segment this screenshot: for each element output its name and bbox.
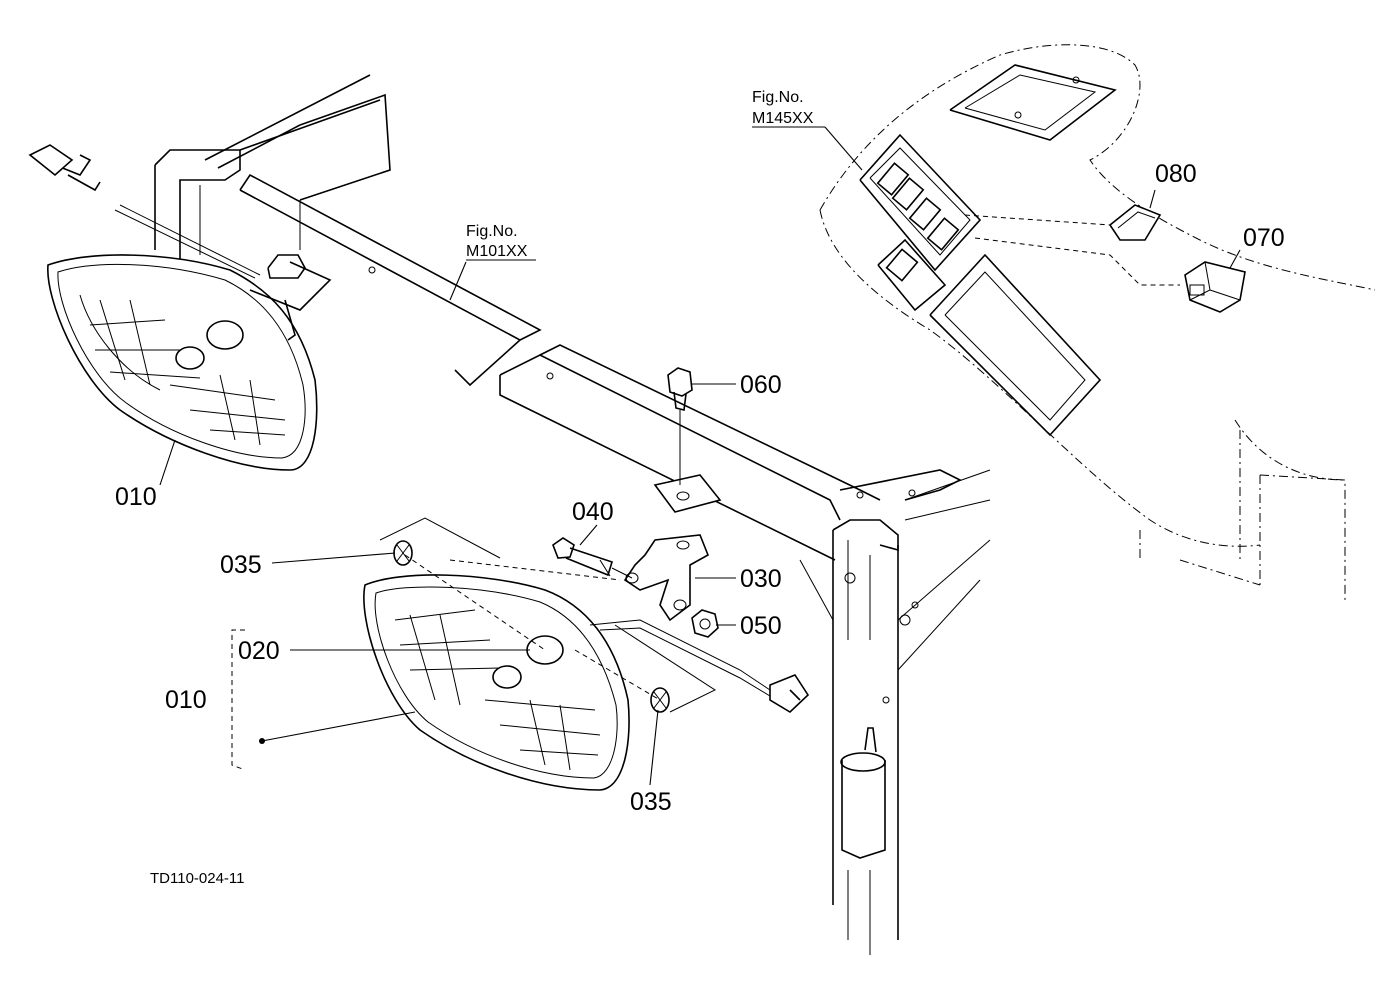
dash-panel	[819, 44, 1376, 600]
bolt-part-060	[667, 367, 693, 485]
part-labels: 010 010 020 030 035 035 040 050 060 070 …	[115, 160, 1285, 816]
figref-m145-code: M145XX	[752, 110, 814, 127]
washer-part-035-right	[650, 687, 670, 713]
label-070: 070	[1243, 224, 1285, 252]
bolt-part-040	[552, 537, 633, 579]
label-010-group: 010	[165, 686, 207, 714]
drawing-code: TD110-024-11	[150, 870, 245, 887]
nut-part-050	[691, 609, 719, 638]
label-040: 040	[572, 498, 614, 526]
figref-m101-title: Fig.No.	[466, 223, 518, 240]
label-010-top: 010	[115, 483, 157, 511]
bracket-part-030	[623, 474, 722, 622]
work-lamp-lower	[363, 574, 810, 791]
assembly-phantom-lines	[379, 517, 717, 713]
label-035-left: 035	[220, 551, 262, 579]
figref-m101-code: M101XX	[466, 243, 528, 260]
label-030: 030	[740, 565, 782, 593]
switch-part-070	[1184, 261, 1246, 313]
label-080: 080	[1155, 160, 1197, 188]
label-020: 020	[238, 637, 280, 665]
work-lamp-upper	[28, 144, 332, 471]
frame-rails	[154, 74, 991, 955]
label-050: 050	[740, 612, 782, 640]
leader-lines	[159, 126, 1241, 786]
figure-references: Fig.No. M101XX Fig.No. M145XX	[466, 89, 814, 260]
figref-m145-title: Fig.No.	[752, 89, 804, 106]
label-060: 060	[740, 371, 782, 399]
washer-part-035-left	[393, 540, 413, 566]
label-035-bottom: 035	[630, 788, 672, 816]
cap-part-080	[1108, 204, 1162, 241]
